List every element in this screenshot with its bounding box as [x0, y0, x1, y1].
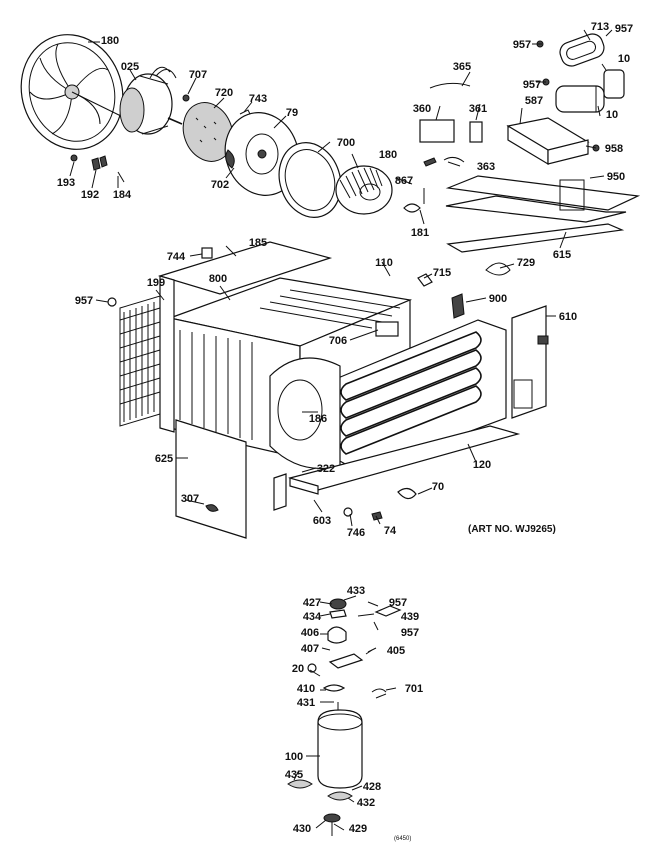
- callout-610: 610: [559, 311, 577, 323]
- callout-587: 587: [525, 95, 543, 107]
- callout-439: 439: [401, 611, 419, 623]
- callout-958: 958: [605, 143, 623, 155]
- callout-410: 410: [297, 683, 315, 695]
- small-parts-middle: [107, 247, 511, 521]
- callout-433: 433: [347, 585, 365, 597]
- callout-702: 702: [211, 179, 229, 191]
- callout-800: 800: [209, 273, 227, 285]
- side-panel-625: [175, 419, 247, 539]
- callout-713: 713: [591, 21, 609, 33]
- evaporator-coil: [337, 319, 507, 473]
- callout-957-lower-a: 957: [389, 597, 407, 609]
- clip-743: [239, 109, 251, 115]
- callout-429: 429: [349, 823, 367, 835]
- callout-100: 100: [285, 751, 303, 763]
- callout-706: 706: [329, 335, 347, 347]
- callout-193: 193: [57, 177, 75, 189]
- callout-430: 430: [293, 823, 311, 835]
- callout-950: 950: [607, 171, 625, 183]
- callout-70: 70: [432, 481, 444, 493]
- callout-186: 186: [309, 413, 327, 425]
- callout-701: 701: [405, 683, 423, 695]
- fan-motor: [119, 66, 183, 135]
- callout-406: 406: [301, 627, 319, 639]
- callout-743: 743: [249, 93, 267, 105]
- callout-199: 199: [147, 277, 165, 289]
- callout-025: 025: [121, 61, 139, 73]
- callout-615: 615: [553, 249, 571, 261]
- callout-10-top: 10: [618, 53, 630, 65]
- callout-10-bottom: 10: [606, 109, 618, 121]
- condenser-fan-blade: [20, 34, 126, 150]
- callout-180-blower: 180: [379, 149, 397, 161]
- gasket-ring: [278, 142, 342, 218]
- callout-715: 715: [433, 267, 451, 279]
- control-box: [506, 117, 600, 166]
- callout-707: 707: [189, 69, 207, 81]
- callout-957-left: 957: [75, 295, 93, 307]
- control-bracket-parts: [403, 82, 483, 213]
- small-code-label: (6450): [394, 836, 411, 842]
- callout-957-lower-b: 957: [401, 627, 419, 639]
- base-pan: [288, 425, 521, 495]
- callout-74: 74: [384, 525, 397, 537]
- compressor-group: [287, 598, 402, 836]
- callout-110: 110: [375, 257, 393, 269]
- base-bracket: [445, 175, 641, 253]
- callout-900: 900: [489, 293, 507, 305]
- callout-180: 180: [101, 35, 119, 47]
- callout-957-top: 957: [513, 39, 531, 51]
- control-panel-right: [511, 305, 549, 419]
- blower-housing: [269, 357, 341, 470]
- art-number-label: (ART NO. WJ9265): [468, 524, 556, 535]
- callout-435: 435: [285, 769, 303, 781]
- callout-957-topright: 957: [615, 23, 633, 35]
- callout-867: 867: [395, 175, 413, 187]
- callout-185: 185: [249, 237, 267, 249]
- callout-957-mid: 957: [523, 79, 541, 91]
- callout-434: 434: [303, 611, 322, 623]
- callout-744: 744: [167, 251, 186, 263]
- callout-427: 427: [303, 597, 321, 609]
- callout-363: 363: [477, 161, 495, 173]
- callout-729: 729: [517, 257, 535, 269]
- callout-720: 720: [215, 87, 233, 99]
- callout-79: 79: [286, 107, 298, 119]
- callout-746: 746: [347, 527, 365, 539]
- callout-365: 365: [453, 61, 471, 73]
- callout-322: 322: [317, 463, 335, 475]
- screen-grille: [119, 295, 161, 427]
- blower-wheel: [335, 165, 393, 215]
- callout-625: 625: [155, 453, 173, 465]
- callout-184: 184: [113, 189, 132, 201]
- callout-603: 603: [313, 515, 331, 527]
- callout-432: 432: [357, 797, 375, 809]
- callout-407: 407: [301, 643, 319, 655]
- callout-700: 700: [337, 137, 355, 149]
- callout-181: 181: [411, 227, 429, 239]
- screw-707: [182, 94, 190, 102]
- callout-labels: 180 025 707 720 743 79 700 180 193 192 1…: [57, 21, 633, 835]
- callout-307: 307: [181, 493, 199, 505]
- callout-431: 431: [297, 697, 315, 709]
- callout-428: 428: [363, 781, 381, 793]
- capacitor-group: [536, 33, 625, 113]
- leader-lines: [69, 29, 613, 831]
- callout-192: 192: [81, 189, 99, 201]
- callout-361: 361: [469, 103, 487, 115]
- slinger-disc: [182, 102, 234, 162]
- callout-360: 360: [413, 103, 431, 115]
- callout-20: 20: [292, 663, 304, 675]
- small-hardware-left: [70, 154, 125, 183]
- callout-405: 405: [387, 645, 405, 657]
- callout-120: 120: [473, 459, 491, 471]
